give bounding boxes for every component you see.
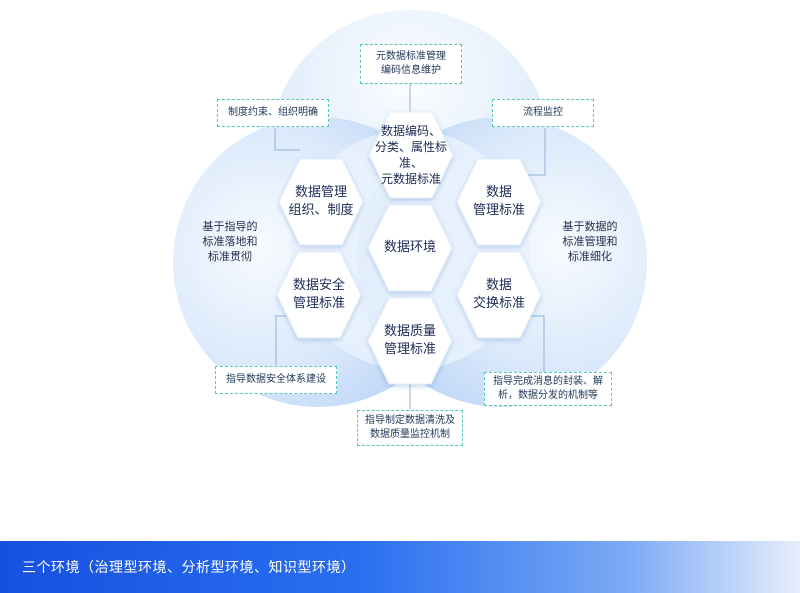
side-label-right-line-2: 标准管理和	[562, 234, 618, 248]
hexagon-upper-left-line-1: 数据管理	[294, 185, 347, 201]
side-label-left: 基于指导的 标准落地和 标准贯彻	[190, 220, 270, 265]
hexagon-center-label: 数据环境	[370, 236, 450, 260]
hexagon-top-line-1: 数据编码、	[380, 123, 441, 138]
callout-lower-right-line-2: 析，数据分发的机制等	[498, 390, 598, 401]
side-label-right-line-3: 标准细化	[568, 249, 612, 263]
callout-top-line-2: 编码信息维护	[381, 65, 441, 76]
hexagon-upper-right-line-2: 管理标准	[472, 203, 525, 218]
hexagon-top	[368, 111, 454, 199]
hexagon-bottom-line-1: 数据质量	[383, 324, 436, 340]
callout-lower-right-line-1: 指导完成消息的封装、解	[493, 375, 603, 387]
hexagon-upper-left-label: 数据管理 组织、制度	[281, 180, 361, 224]
hexagon-bottom	[367, 297, 453, 385]
hexagon-lower-right-line-1: 数据	[485, 278, 512, 294]
hexagon-upper-right-line-1: 数据	[485, 185, 512, 201]
callout-top-line-1: 元数据标准管理	[376, 50, 446, 62]
hexagon-top-line-3: 元数据标准	[380, 172, 441, 187]
callout-bottom-line-1: 指导制定数据清洗及	[365, 414, 455, 426]
hexagon-upper-right-label: 数据 管理标准	[459, 180, 539, 224]
callout-upper-right: 流程监控	[492, 99, 594, 127]
callout-top: 元数据标准管理 编码信息维护	[360, 44, 462, 84]
hexagon-bottom-line-2: 管理标准	[383, 342, 436, 357]
side-label-left-line-1: 基于指导的	[202, 220, 258, 233]
callout-bottom-line-2: 数据质量监控机制	[370, 429, 450, 440]
callout-upper-left-line-1: 制度约束、组织明确	[228, 106, 318, 118]
callout-upper-right-line-1: 流程监控	[523, 106, 563, 118]
hexagon-lower-right-label: 数据 交换标准	[459, 273, 539, 317]
hexagon-upper-left-line-2: 组织、制度	[288, 203, 354, 218]
hexagon-lower-right	[456, 251, 542, 339]
callout-bottom: 指导制定数据清洗及 数据质量监控机制	[357, 410, 463, 446]
hexagon-lower-left-line-1: 数据安全	[292, 278, 345, 294]
hexagon-center	[367, 204, 453, 292]
callout-lower-left-line-1: 指导数据安全体系建设	[226, 373, 326, 385]
hexagon-upper-left	[278, 158, 364, 246]
hexagon-group	[276, 111, 542, 385]
hexagon-upper-right	[456, 158, 542, 246]
side-label-left-line-2: 标准落地和	[202, 234, 258, 248]
footer-title: 三个环境（治理型环境、分析型环境、知识型环境）	[22, 560, 356, 576]
hexagon-center-text: 数据环境	[383, 240, 436, 256]
side-label-right: 基于数据的 标准管理和 标准细化	[550, 220, 630, 265]
diagram-canvas	[173, 10, 647, 410]
callout-lower-left: 指导数据安全体系建设	[215, 366, 337, 394]
footer-bar: 三个环境（治理型环境、分析型环境、知识型环境）	[0, 541, 800, 593]
hexagon-lower-left	[276, 251, 362, 339]
side-label-left-line-3: 标准贯彻	[208, 249, 252, 263]
callout-upper-left: 制度约束、组织明确	[217, 99, 329, 127]
hexagon-bottom-label: 数据质量 管理标准	[370, 319, 450, 363]
hexagon-lower-right-line-2: 交换标准	[472, 296, 525, 311]
side-label-right-line-1: 基于数据的	[562, 220, 618, 233]
callout-lower-right: 指导完成消息的封装、解 析，数据分发的机制等	[484, 372, 612, 406]
hexagon-lower-left-label: 数据安全 管理标准	[279, 273, 359, 317]
connector-upper-left	[274, 128, 300, 151]
hexagon-top-line-2: 分类、属性标准、	[374, 139, 447, 170]
hexagon-lower-left-line-2: 管理标准	[292, 296, 345, 311]
hexagon-top-label: 数据编码、 分类、属性标准、 元数据标准	[366, 123, 456, 187]
